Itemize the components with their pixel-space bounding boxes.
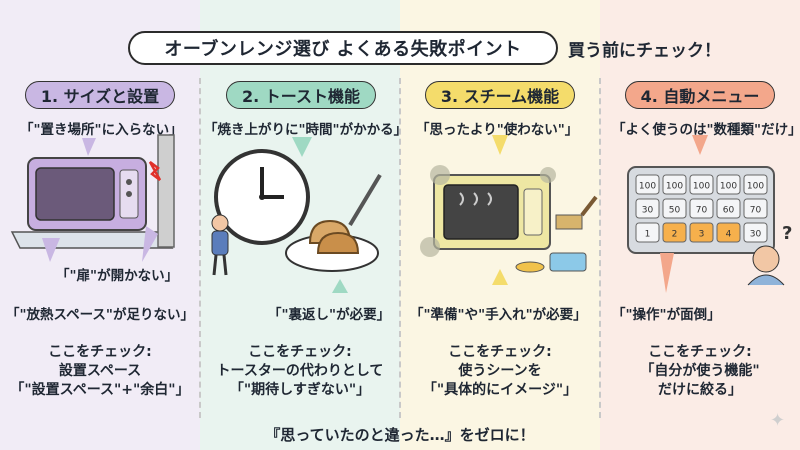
page-title: オーブンレンジ選び よくある失敗ポイント — [128, 31, 558, 65]
check-line: 設置スペース — [58, 363, 142, 379]
check-line: 「"具体的にイメージ"」 — [422, 382, 578, 398]
keypad-key-label: 2 — [672, 230, 678, 240]
keypad-key — [689, 222, 714, 243]
keypad-key — [662, 198, 687, 219]
keypad-key — [635, 174, 660, 195]
bottom-message: 『思っていたのと違った…』をゼロに！ — [265, 426, 535, 444]
check-line: 使うシーンを — [458, 363, 542, 379]
keypad-key-label: 50 — [669, 206, 681, 216]
check-steam: ここをチェック: 使うシーンを 「"具体的にイメージ"」 — [405, 343, 595, 400]
keypad-key — [662, 174, 687, 195]
keypad-key-label: 30 — [642, 206, 654, 216]
note-flip: 「"裏返し"が必要」 — [268, 307, 391, 323]
keypad-key-label: 100 — [720, 182, 737, 192]
keypad-key — [635, 222, 660, 243]
check-label: ここをチェック: — [48, 344, 152, 360]
page-title-text: オーブンレンジ選び よくある失敗ポイント — [164, 39, 522, 60]
keypad-key — [635, 198, 660, 219]
keypad-key-label: 70 — [750, 206, 762, 216]
note-few-menus: 「よく使うのは"数種類"だけ」 — [612, 122, 800, 138]
steam-oven-illustration — [420, 135, 598, 285]
note-door: 「"扉"が開かない」 — [56, 268, 179, 284]
keypad-key-label: 100 — [666, 182, 683, 192]
keypad-key — [743, 174, 768, 195]
keypad-key — [743, 198, 768, 219]
heading-toast: 2. トースト機能 — [226, 81, 376, 109]
keypad-illustration: 100 100 100 100 100 30 50 70 60 70 1 2 3 4 30 ? — [627, 135, 792, 293]
check-size: ここをチェック: 設置スペース 「"設置スペース"+"余白"」 — [5, 343, 195, 400]
check-toast: ここをチェック: トースターの代わりとして 「"期待しすぎない"」 — [205, 343, 395, 400]
check-line: 「"設置スペース"+"余白"」 — [10, 382, 190, 398]
note-toast-time: 「焼き上がりに"時間"がかかる」 — [204, 122, 408, 138]
keypad-key — [689, 198, 714, 219]
heading-size: 1. サイズと設置 — [25, 81, 175, 109]
keypad-key — [716, 222, 741, 243]
keypad-key — [716, 174, 741, 195]
question-mark-icon: ? — [782, 223, 792, 244]
keypad-key-label: 1 — [645, 230, 651, 240]
check-line: 「自分が使う機能" — [640, 363, 760, 379]
note-prep-care: 「"準備"や"手入れ"が必要」 — [410, 307, 587, 323]
note-operation: 「"操作"が面倒」 — [612, 307, 721, 323]
check-label: ここをチェック: — [648, 344, 752, 360]
sparkle-icon: ✦ — [770, 410, 786, 431]
keypad-key — [689, 174, 714, 195]
note-placement: 「"置き場所"に入らない」 — [20, 122, 183, 138]
page-subtitle: 買う前にチェック！ — [568, 41, 721, 61]
divider — [599, 78, 601, 418]
keypad-key-label: 3 — [699, 230, 705, 240]
heading-menu: 4. 自動メニュー — [625, 81, 775, 109]
heading-steam: 3. スチーム機能 — [425, 81, 575, 109]
note-heat-space: 「"放熱スペース"が足りない」 — [6, 307, 194, 323]
keypad-key-label: 100 — [639, 182, 656, 192]
keypad-key-label: 4 — [726, 230, 732, 240]
keypad-key-label: 60 — [723, 206, 735, 216]
divider — [399, 78, 401, 418]
clock-toast-illustration — [211, 137, 382, 293]
keypad-key-label: 100 — [747, 182, 764, 192]
keypad-buttons: 100 100 100 100 100 30 50 70 60 70 1 2 3 4 30 — [635, 174, 768, 243]
check-label: ここをチェック: — [248, 344, 352, 360]
keypad-key-label: 70 — [696, 206, 708, 216]
keypad-key — [743, 222, 768, 243]
keypad-key-label: 30 — [750, 230, 762, 240]
check-line: トースターの代わりとして — [216, 363, 384, 379]
keypad-key — [662, 222, 687, 243]
microwave-wall-illustration — [10, 134, 175, 262]
check-menu: ここをチェック: 「自分が使う機能" だけに絞る」 — [605, 343, 795, 400]
keypad-key-label: 100 — [693, 182, 710, 192]
check-line: だけに絞る」 — [658, 382, 742, 398]
check-line: 「"期待しすぎない"」 — [229, 382, 371, 398]
note-rarely-used: 「思ったより"使わない"」 — [416, 122, 579, 138]
check-label: ここをチェック: — [448, 344, 552, 360]
divider — [199, 78, 201, 418]
keypad-key — [716, 198, 741, 219]
